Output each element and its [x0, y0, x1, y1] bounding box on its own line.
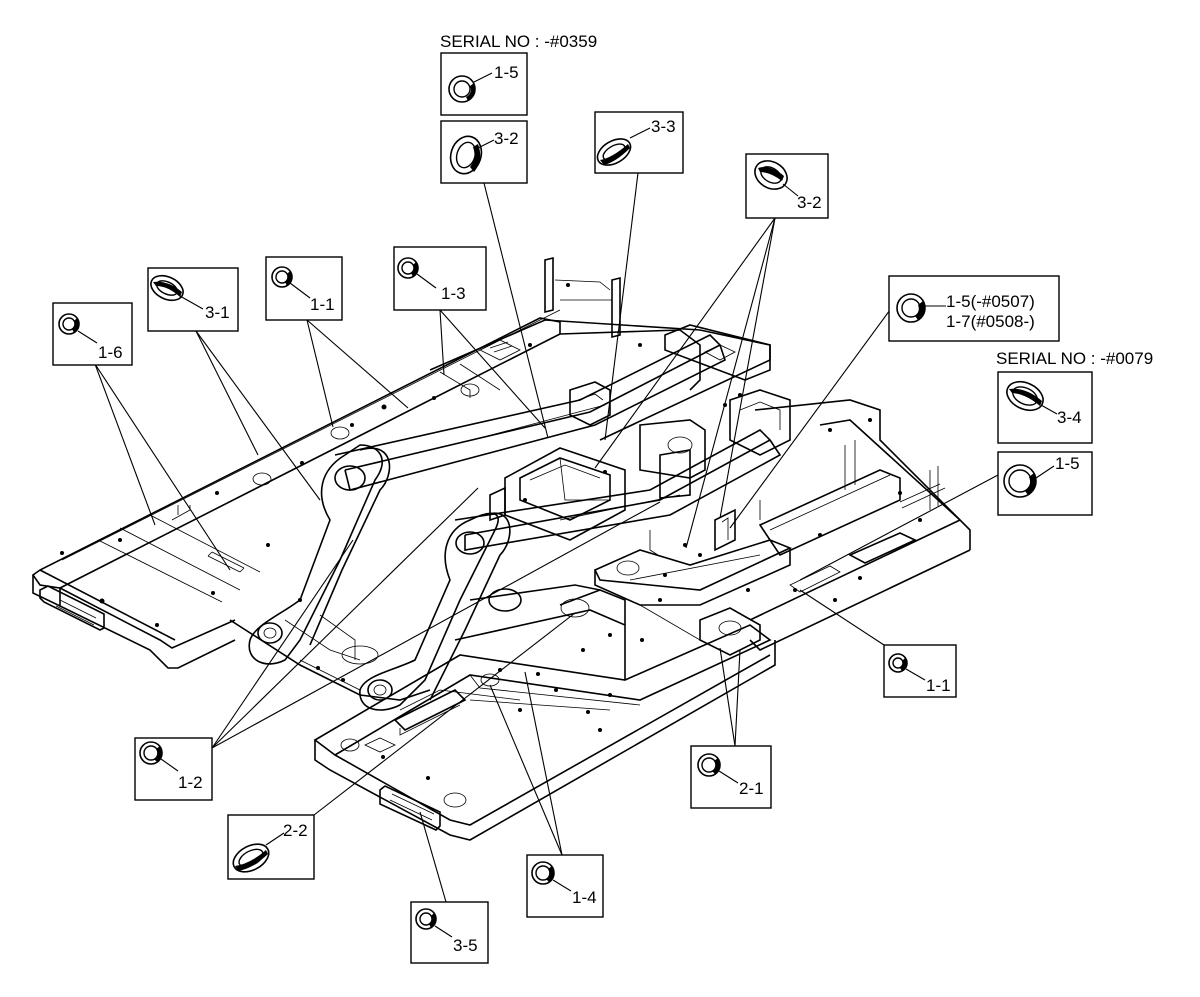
oval-grommet-icon — [150, 274, 184, 302]
callout-label: 1-6 — [98, 343, 123, 362]
oval-grommet-icon — [1006, 380, 1044, 412]
callout-label: 2-2 — [283, 821, 308, 840]
callout-3-1: 3-1 — [147, 267, 239, 332]
left-side-rail — [31, 309, 561, 669]
callout-3-2-right: 3-2 — [745, 153, 829, 219]
callout-3-5: 3-5 — [410, 901, 489, 964]
callout-label: 3-2 — [797, 193, 822, 212]
callout-1-5-top: 1-5 — [440, 52, 528, 116]
boom-brackets — [229, 444, 522, 711]
callout-3-3: 3-3 — [594, 111, 684, 174]
cross-members — [454, 500, 793, 680]
callout-label: 1-5(-#0507) — [946, 292, 1035, 311]
callout-label: 3-5 — [453, 936, 478, 955]
center-box — [489, 419, 706, 541]
serial-note-right: SERIAL NO : -#0079 — [996, 349, 1153, 368]
callout-3-2-top: 3-2 — [440, 120, 528, 184]
callout-2-2: 2-2 — [227, 814, 315, 880]
callout-1-1-right: 1-1 — [883, 644, 957, 698]
callout-label: 3-4 — [1057, 408, 1082, 427]
round-grommet-icon — [697, 753, 721, 777]
callout-label: 3-3 — [651, 117, 676, 136]
callout-label: 1-4 — [572, 888, 597, 907]
rear-structure — [429, 256, 791, 456]
callout-1-5-right: 1-5 — [997, 451, 1093, 516]
callout-1-6: 1-6 — [52, 302, 133, 366]
oval-grommet-icon — [596, 138, 632, 166]
callout-label: 3-1 — [205, 303, 230, 322]
oval-grommet-icon — [232, 843, 270, 873]
front-rail — [313, 624, 776, 841]
round-grommet-icon — [271, 266, 293, 288]
callout-1-1-top: 1-1 — [265, 256, 343, 321]
round-grommet-icon — [888, 653, 908, 673]
callout-label: 1-1 — [926, 676, 951, 695]
callout-1-2: 1-2 — [134, 737, 213, 801]
serial-note-top: SERIAL NO : -#0359 — [440, 32, 597, 51]
callout-label: 1-5 — [494, 63, 519, 82]
callout-label: 1-3 — [441, 284, 466, 303]
oval-grommet-icon — [754, 160, 788, 190]
callout-label: 1-5 — [1055, 454, 1080, 473]
callout-label: 3-2 — [494, 129, 519, 148]
callout-3-4: 3-4 — [997, 371, 1093, 444]
callout-label: 1-1 — [310, 295, 335, 314]
round-grommet-icon — [448, 75, 476, 103]
round-grommet-icon — [531, 861, 555, 885]
callout-label-secondary: 1-7(#0508-) — [946, 312, 1035, 331]
callout-1-4: 1-4 — [526, 854, 604, 918]
round-grommet-icon — [415, 908, 437, 930]
round-grommet-icon — [139, 741, 163, 765]
callout-2-1: 2-1 — [690, 745, 772, 809]
callout-label: 1-2 — [178, 773, 203, 792]
round-grommet-icon — [896, 293, 926, 323]
oval-grommet-icon — [449, 135, 483, 175]
leader-lines — [94, 172, 999, 903]
callout-1-3: 1-3 — [393, 246, 487, 311]
callout-1-5-1-7: 1-5(-#0507) 1-7(#0508-) — [888, 275, 1060, 342]
round-grommet-icon — [58, 313, 80, 335]
main-beams — [334, 334, 782, 551]
right-side-rail — [749, 399, 971, 651]
upper-frame-drawing — [31, 256, 971, 841]
round-grommet-icon — [1003, 464, 1037, 498]
round-grommet-icon — [397, 257, 419, 279]
callout-label: 2-1 — [739, 779, 764, 798]
